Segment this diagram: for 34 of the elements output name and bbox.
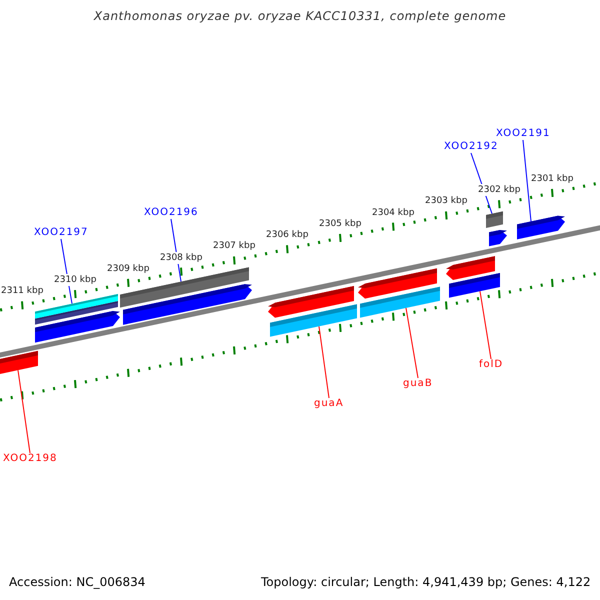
gene-block bbox=[517, 216, 565, 240]
gene-label: XOO2197 bbox=[34, 227, 88, 239]
scale-label: 2309 kbp bbox=[107, 262, 150, 275]
leader-line bbox=[406, 307, 418, 378]
gene-bar bbox=[449, 273, 500, 298]
gene-bar bbox=[270, 304, 357, 337]
scale-label: 2308 kbp bbox=[160, 252, 202, 264]
gene-label: XOO2191 bbox=[496, 128, 550, 140]
scale-label: 2311 kbp bbox=[1, 285, 44, 298]
scale-label: 2305 kbp bbox=[319, 218, 362, 230]
gene-bar bbox=[360, 286, 440, 318]
gene-bar bbox=[0, 350, 38, 376]
scale-label: 2302 kbp bbox=[478, 184, 520, 196]
scale-label: 2303 kbp bbox=[425, 195, 468, 208]
scale-label: 2310 kbp bbox=[54, 274, 96, 286]
gene-bar bbox=[486, 211, 503, 228]
gene-bar bbox=[35, 294, 118, 319]
gene-label: XOO2198 bbox=[3, 453, 58, 465]
gene-label: XOO2196 bbox=[144, 207, 198, 219]
title: Xanthomonas oryzae pv. oryzae KACC10331, complete genome bbox=[92, 10, 508, 22]
leader-line bbox=[522, 140, 532, 222]
gene-label: guaA bbox=[314, 398, 344, 410]
leader-line bbox=[318, 326, 330, 398]
accession-text: Accession: NC_006834 bbox=[9, 576, 146, 588]
scale-label: 2301 kbp bbox=[531, 172, 574, 185]
scale-label: 2304 kbp bbox=[372, 206, 414, 219]
leader-line bbox=[480, 290, 492, 360]
scale-label: 2307 kbp bbox=[213, 240, 256, 252]
leader-line bbox=[18, 370, 30, 454]
gene-label: folD bbox=[479, 359, 504, 371]
gene-label: guaB bbox=[403, 378, 433, 390]
genome-summary-text: Topology: circular; Length: 4,941,439 bp; Genes: 4,122 bbox=[261, 576, 591, 588]
scale-label: 2306 kbp bbox=[266, 229, 308, 242]
gene-label: XOO2192 bbox=[444, 141, 498, 153]
